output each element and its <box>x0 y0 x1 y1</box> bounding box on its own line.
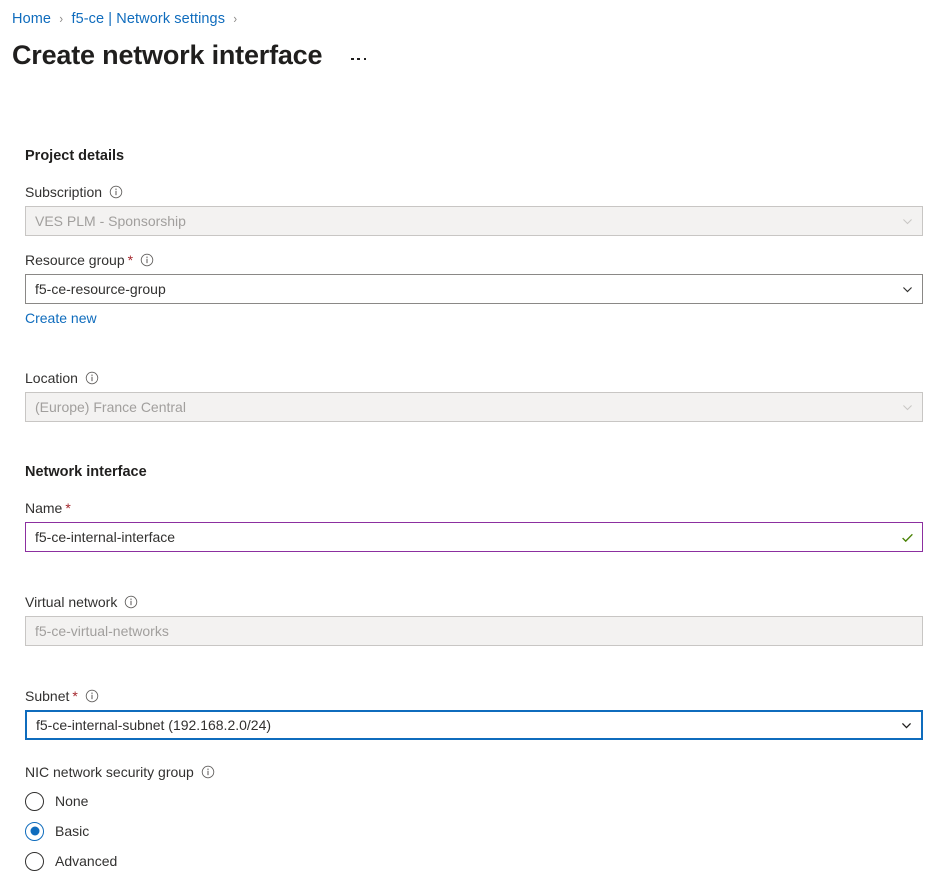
radio-option-advanced[interactable]: Advanced <box>25 846 923 876</box>
subscription-value: VES PLM - Sponsorship <box>35 213 186 229</box>
resource-group-dropdown[interactable]: f5-ce-resource-group <box>25 274 923 304</box>
info-icon[interactable] <box>85 371 99 385</box>
section-heading-project-details: Project details <box>25 148 125 164</box>
field-virtual-network: Virtual network f5-ce-virtual-networks <box>25 592 923 646</box>
chevron-down-icon <box>892 401 922 414</box>
chevron-down-icon <box>892 283 922 296</box>
spacer-3 <box>25 566 923 592</box>
label-name-text: Name <box>25 500 63 516</box>
breadcrumb-separator-icon-2: › <box>233 11 238 26</box>
subnet-dropdown[interactable]: f5-ce-internal-subnet (192.168.2.0/24) <box>25 710 923 740</box>
breadcrumb-item-home[interactable]: Home <box>12 11 52 27</box>
label-nic-nsg-text: NIC network security group <box>25 764 194 780</box>
label-virtual-network: Virtual network <box>25 592 923 612</box>
info-icon[interactable] <box>140 253 154 267</box>
field-location: Location (Europe) France Central <box>25 368 923 422</box>
subscription-dropdown: VES PLM - Sponsorship <box>25 206 923 236</box>
required-indicator: * <box>72 688 78 704</box>
checkmark-icon <box>892 530 922 545</box>
label-resource-group-text: Resource group <box>25 252 125 268</box>
chevron-down-icon <box>891 719 921 732</box>
radio-mark-basic <box>25 821 44 841</box>
virtual-network-value: f5-ce-virtual-networks <box>35 623 169 639</box>
ellipsis-dot-2 <box>357 57 361 61</box>
field-subscription: Subscription VES PLM - Sponsorship <box>25 182 923 236</box>
spacer-2 <box>25 436 923 462</box>
ellipsis-dot-1 <box>351 57 354 61</box>
label-resource-group: Resource group * <box>25 250 923 270</box>
breadcrumb-item-f5-ce-network-settings[interactable]: f5-ce | Network settings <box>71 11 226 27</box>
radio-option-basic[interactable]: Basic <box>25 816 923 846</box>
field-resource-group: Resource group * f5-ce-resource-group Cr… <box>25 250 923 328</box>
info-icon[interactable] <box>85 689 99 703</box>
page-header: Create network interface <box>12 38 369 72</box>
subnet-value: f5-ce-internal-subnet (192.168.2.0/24) <box>36 717 272 733</box>
label-location-text: Location <box>25 370 78 386</box>
ellipsis-dot-3 <box>363 57 367 61</box>
page-title: Create network interface <box>12 40 323 70</box>
resource-group-value: f5-ce-resource-group <box>35 281 166 297</box>
label-subnet-text: Subnet <box>25 688 70 704</box>
label-virtual-network-text: Virtual network <box>25 594 118 610</box>
name-value: f5-ce-internal-interface <box>35 529 176 545</box>
info-icon[interactable] <box>109 185 123 199</box>
spacer <box>25 342 923 368</box>
label-nic-network-security-group: NIC network security group <box>25 762 923 782</box>
name-input[interactable]: f5-ce-internal-interface <box>25 522 923 552</box>
required-indicator: * <box>127 252 134 268</box>
create-new-resource-group-link[interactable]: Create new <box>25 310 97 326</box>
location-value: (Europe) France Central <box>35 399 186 415</box>
breadcrumb: Home › f5-ce | Network settings › <box>12 9 245 29</box>
field-name: Name * f5-ce-internal-interface <box>25 498 923 552</box>
label-location: Location <box>25 368 923 388</box>
nic-nsg-radio-group: None Basic Advanced <box>25 786 923 876</box>
more-actions-ellipsis-icon[interactable] <box>348 54 369 65</box>
info-icon[interactable] <box>201 765 215 779</box>
label-subscription-text: Subscription <box>25 184 103 200</box>
radio-label-none: None <box>55 793 89 809</box>
field-subnet: Subnet * f5-ce-internal-subnet (192.168.… <box>25 686 923 740</box>
label-subnet: Subnet * <box>25 686 923 706</box>
radio-label-basic: Basic <box>55 823 90 839</box>
label-subscription: Subscription <box>25 182 923 202</box>
field-nic-network-security-group: NIC network security group None Basic A <box>25 762 923 876</box>
info-icon[interactable] <box>124 595 138 609</box>
label-name: Name * <box>25 498 923 518</box>
radio-option-none[interactable]: None <box>25 786 923 816</box>
required-indicator: * <box>65 500 71 516</box>
breadcrumb-separator-icon: › <box>59 11 64 26</box>
chevron-down-icon <box>892 215 922 228</box>
virtual-network-input: f5-ce-virtual-networks <box>25 616 923 646</box>
create-network-interface-form: Project details Subscription VES PLM - S… <box>25 146 923 890</box>
radio-label-advanced: Advanced <box>55 853 118 869</box>
radio-mark-advanced <box>25 851 44 871</box>
spacer-4 <box>25 660 923 686</box>
radio-mark-none <box>25 791 44 811</box>
section-heading-network-interface: Network interface <box>25 464 147 480</box>
spacer-5 <box>25 754 923 762</box>
location-dropdown: (Europe) France Central <box>25 392 923 422</box>
